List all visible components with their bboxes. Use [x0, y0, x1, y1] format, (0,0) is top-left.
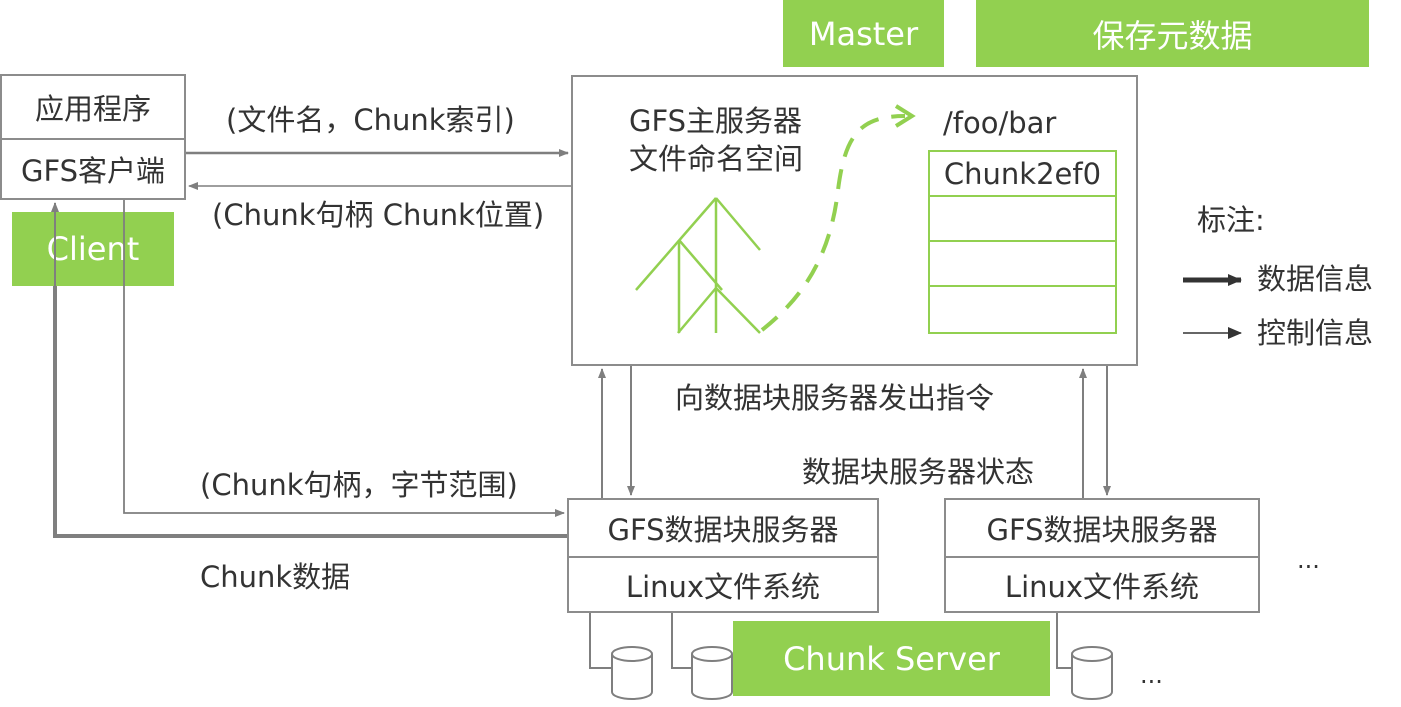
lookup-dashed-arrow	[760, 114, 906, 332]
chunk-server-banner: Chunk Server	[733, 621, 1050, 696]
chunk-table: Chunk2ef0	[928, 150, 1117, 334]
master-banner-label: Master	[808, 14, 919, 53]
request-label: (文件名，Chunk索引)	[226, 103, 515, 137]
master-banner: Master	[783, 0, 944, 67]
chunkserver-box-1: GFS数据块服务器 Linux文件系统	[567, 498, 879, 613]
client-banner: Client	[12, 212, 174, 286]
app-cell: 应用程序	[2, 76, 184, 140]
metadata-banner: 保存元数据	[976, 0, 1369, 67]
legend-data-label: 数据信息	[1257, 262, 1374, 296]
disk-icon	[611, 646, 653, 700]
legend-control-label: 控制信息	[1257, 316, 1374, 350]
chunk-range-label: (Chunk句柄，字节范围)	[200, 468, 518, 502]
lookup-arrowhead	[894, 104, 916, 128]
response-label: (Chunk句柄 Chunk位置)	[212, 198, 545, 232]
chunkserver-fs: Linux文件系统	[1004, 569, 1200, 604]
chunk-row: Chunk2ef0	[930, 152, 1115, 197]
disk-connectors	[589, 613, 1072, 669]
instructions-label: 向数据块服务器发出指令	[675, 381, 995, 415]
chunkserver-box-2: GFS数据块服务器 Linux文件系统	[944, 498, 1260, 613]
ellipsis-servers: ...	[1297, 546, 1320, 574]
server-state-label: 数据块服务器状态	[802, 455, 1035, 489]
legend-title: 标注:	[1197, 203, 1265, 237]
chunk-data-label: Chunk数据	[200, 560, 351, 594]
disk-icon	[1071, 646, 1113, 700]
app-label: 应用程序	[34, 92, 151, 126]
chunkserver-title: GFS数据块服务器	[946, 500, 1258, 558]
chunkserver-fs: Linux文件系统	[625, 569, 821, 604]
gfs-client-cell: GFS客户端	[2, 140, 184, 198]
master-title-line2: 文件命名空间	[629, 142, 804, 176]
chunk-row	[930, 197, 1115, 242]
master-title-line1: GFS主服务器	[629, 104, 803, 138]
chunk-data-line	[53, 286, 567, 538]
client-box: 应用程序 GFS客户端	[0, 74, 186, 200]
ellipsis-disks: ...	[1140, 661, 1163, 689]
namespace-tree	[635, 197, 761, 334]
chunk-range-arrow	[123, 200, 565, 517]
gfs-client-label: GFS客户端	[20, 154, 166, 188]
disk-icon	[691, 646, 733, 700]
chunk-row	[930, 242, 1115, 287]
chunk-server-banner-label: Chunk Server	[783, 639, 1000, 678]
file-path: /foo/bar	[943, 106, 1057, 140]
metadata-banner-label: 保存元数据	[1092, 16, 1253, 55]
chunkserver-title: GFS数据块服务器	[569, 500, 877, 558]
master-box: GFS主服务器 文件命名空间 /foo/bar Chunk2ef0	[571, 75, 1138, 366]
